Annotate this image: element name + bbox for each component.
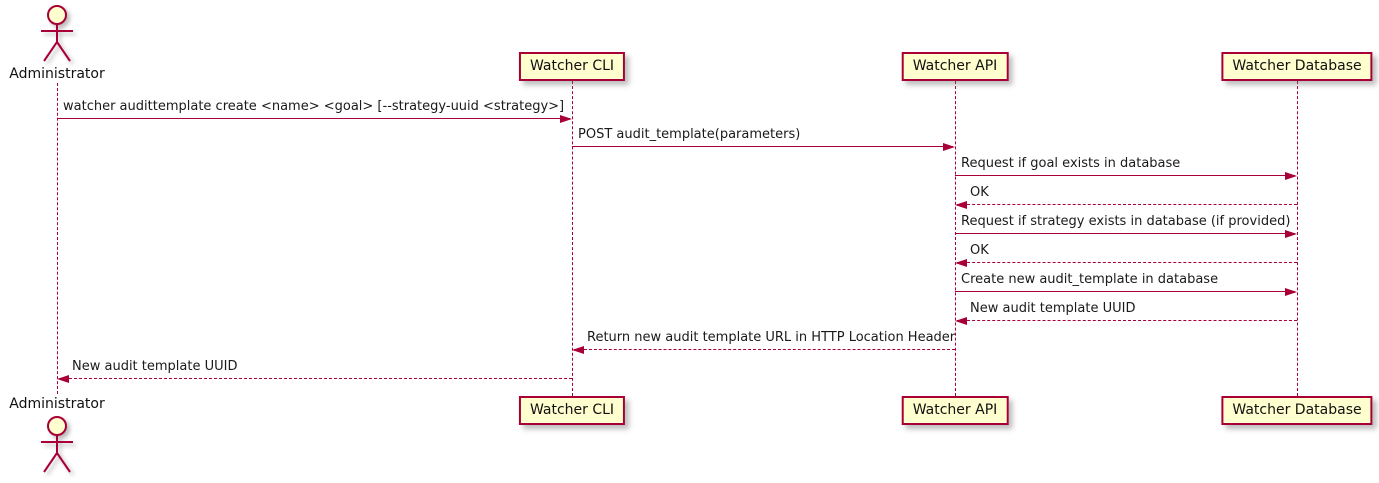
message-label: Request if strategy exists in database (… (961, 214, 1291, 229)
participant-watcher-api-top: Watcher API (901, 52, 1009, 81)
lifeline-administrator (57, 83, 58, 394)
message-label: Return new audit template URL in HTTP Lo… (587, 330, 956, 345)
message-request-strategy-exists: Request if strategy exists in database (… (955, 214, 1297, 238)
message-line (572, 146, 953, 147)
message-line (957, 320, 1297, 321)
message-line (574, 349, 955, 350)
message-create-audittemplate: watcher audittemplate create <name> <goa… (57, 99, 572, 123)
participant-watcher-cli-bottom: Watcher CLI (518, 396, 626, 425)
arrowhead-right-icon (1285, 230, 1297, 238)
message-request-goal-exists: Request if goal exists in database (955, 156, 1297, 180)
arrowhead-left-icon (955, 201, 967, 209)
message-label: OK (970, 185, 989, 200)
lifeline-watcher-api (955, 81, 956, 396)
participant-watcher-database-top: Watcher Database (1221, 52, 1373, 81)
arrowhead-right-icon (943, 143, 955, 151)
message-label: POST audit_template(parameters) (578, 127, 801, 142)
arrowhead-right-icon (1285, 288, 1297, 296)
message-line (957, 204, 1297, 205)
message-line (59, 378, 572, 379)
actor-icon-administrator-bottom (41, 416, 73, 473)
message-post-audit-template: POST audit_template(parameters) (572, 127, 955, 151)
participant-watcher-database-bottom: Watcher Database (1221, 396, 1373, 425)
message-line (57, 118, 570, 119)
participant-watcher-cli-top: Watcher CLI (518, 52, 626, 81)
message-line (955, 291, 1295, 292)
arrowhead-right-icon (1285, 172, 1297, 180)
actor-label-administrator-bottom: Administrator (9, 396, 105, 412)
lifeline-watcher-cli (572, 81, 573, 396)
actor-icon-administrator-top (41, 5, 73, 62)
message-new-audit-template-uuid-db: New audit template UUID (955, 301, 1297, 325)
message-line (957, 262, 1297, 263)
arrowhead-right-icon (560, 115, 572, 123)
participant-watcher-api-bottom: Watcher API (901, 396, 1009, 425)
message-return-url-location-header: Return new audit template URL in HTTP Lo… (572, 330, 956, 354)
message-ok-strategy: OK (955, 243, 1297, 267)
message-label: New audit template UUID (72, 359, 238, 374)
arrowhead-left-icon (57, 375, 69, 383)
arrowhead-left-icon (572, 346, 584, 354)
message-label: Create new audit_template in database (961, 272, 1219, 287)
lifeline-watcher-database (1297, 81, 1298, 396)
message-new-audit-template-uuid-admin: New audit template UUID (57, 359, 572, 383)
arrowhead-left-icon (955, 317, 967, 325)
message-label: watcher audittemplate create <name> <goa… (63, 99, 565, 114)
actor-label-administrator-top: Administrator (9, 66, 105, 82)
message-create-audit-template-db: Create new audit_template in database (955, 272, 1297, 296)
message-line (955, 175, 1295, 176)
arrowhead-left-icon (955, 259, 967, 267)
message-ok-goal: OK (955, 185, 1297, 209)
message-line (955, 233, 1295, 234)
message-label: New audit template UUID (970, 301, 1136, 316)
message-label: Request if goal exists in database (961, 156, 1181, 171)
message-label: OK (970, 243, 989, 258)
